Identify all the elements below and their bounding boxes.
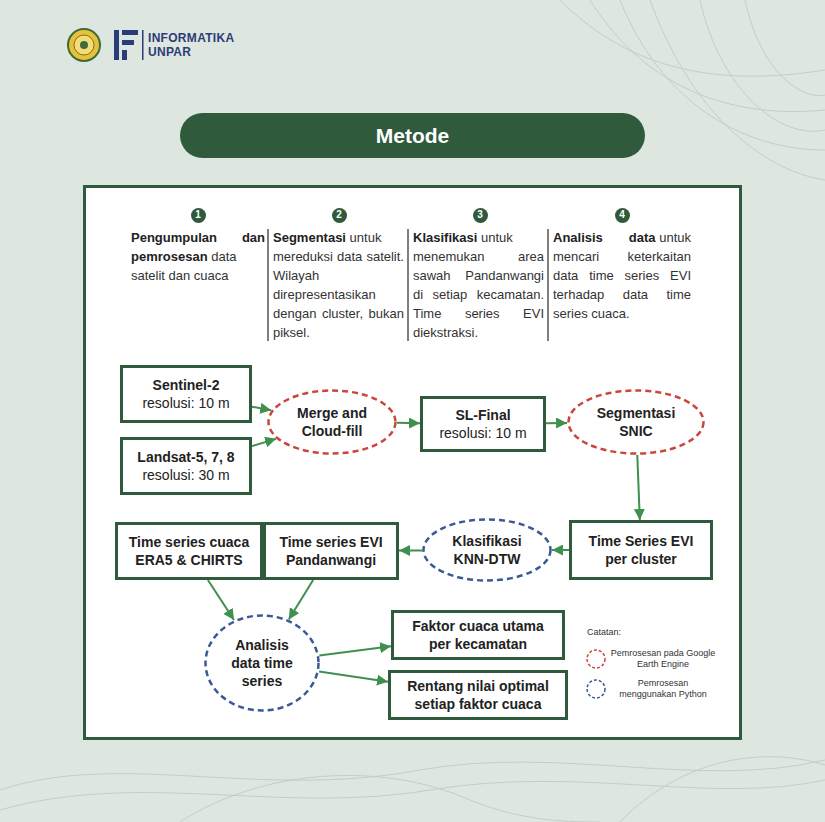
legend: Pemrosesan pada Google Earth EnginePemro… (584, 644, 730, 704)
node-label: Faktor cuaca utama per kecamatan (403, 617, 553, 653)
flow-arrow (252, 439, 276, 446)
flow-arrow (546, 422, 567, 424)
node-text-group: Klasifikasi KNN-DTW (445, 532, 529, 568)
node-label: Analisis data time series (225, 636, 299, 690)
step-heading: Analisis data (553, 230, 656, 245)
node-label: SL-Final (439, 406, 526, 424)
node-detail: resolusi: 10 m (142, 394, 229, 412)
university-seal (68, 29, 100, 61)
data-box: Time series cuaca ERA5 & CHIRTS (115, 522, 263, 580)
node-label: Rentang nilai optimal setiap faktor cuac… (396, 677, 560, 713)
flow-arrow (208, 580, 234, 620)
node-label: Landsat-5, 7, 8 (137, 448, 234, 466)
node-label: 1 (195, 210, 201, 220)
node-detail: resolusi: 30 m (137, 466, 234, 484)
data-box: SL-Finalresolusi: 10 m (420, 396, 546, 452)
node-text-group: Time series cuaca ERA5 & CHIRTS (123, 533, 255, 569)
node-text-group: 4 (619, 210, 625, 220)
node-detail: resolusi: 10 m (439, 424, 526, 442)
process-ellipse: Klasifikasi KNN-DTW (422, 518, 552, 582)
node-label: Time series cuaca ERA5 & CHIRTS (123, 533, 255, 569)
process-ellipse: Analisis data time series (204, 614, 320, 712)
title-banner: Metode (180, 113, 645, 158)
logo-text: INFORMATIKA (148, 31, 234, 45)
step-heading: Segmentasi (273, 230, 346, 245)
step-description: Klasifikasiuntuk menemukan area sawah Pa… (413, 228, 544, 342)
node-text-group: Faktor cuaca utama per kecamatan (403, 617, 553, 653)
flow-arrow (397, 422, 420, 424)
legend-text: Pemrosesan pada Google Earth Engine (608, 648, 718, 670)
node-text-group: Time Series EVI per cluster (577, 532, 705, 568)
node-label: Klasifikasi KNN-DTW (445, 532, 529, 568)
node-text-group: 3 (477, 210, 483, 220)
step-text: untuk mereduksi data satelit. Wilayah di… (273, 230, 404, 340)
flow-arrow (289, 580, 313, 620)
node-text-group: Landsat-5, 7, 8resolusi: 30 m (137, 448, 234, 484)
flow-arrow (637, 455, 640, 520)
node-text-group: 2 (336, 210, 342, 220)
data-box: Sentinel-2resolusi: 10 m (120, 365, 252, 423)
node-text-group: Analisis data time series (225, 636, 299, 690)
flow-arrow (552, 549, 569, 551)
step-description: Segmentasiuntuk mereduksi data satelit. … (273, 228, 404, 342)
flow-arrow (319, 671, 388, 681)
node-text-group: Segmentasi SNIC (591, 404, 681, 440)
step-description: Pengumpulan dan pemrosesandata satelit d… (131, 228, 265, 285)
step-number: 4 (615, 208, 630, 223)
data-box: Time series EVI Pandanwangi (263, 522, 399, 580)
node-label: Segmentasi SNIC (591, 404, 681, 440)
node-label: Time series EVI Pandanwangi (271, 533, 391, 569)
step-number: 1 (191, 208, 206, 223)
ellipse-outline (422, 518, 552, 582)
flow-arrow (252, 407, 271, 411)
node-label: 3 (477, 210, 483, 220)
node-text-group: Sentinel-2resolusi: 10 m (142, 376, 229, 412)
flow-arrow (399, 549, 422, 551)
ellipse-outline (567, 389, 705, 455)
step-heading: Klasifikasi (413, 230, 477, 245)
legend-item: Pemrosesan menggunakan Python (584, 674, 730, 704)
title-text: Metode (376, 124, 450, 148)
ellipse-outline (267, 389, 397, 455)
node-label: Time Series EVI per cluster (577, 532, 705, 568)
result-box: Faktor cuaca utama per kecamatan (391, 610, 565, 660)
legend-heading: Catatan: (587, 627, 621, 637)
node-text-group: Rentang nilai optimal setiap faktor cuac… (396, 677, 560, 713)
step-number: 2 (332, 208, 347, 223)
data-box: Time Series EVI per cluster (569, 520, 713, 580)
process-ellipse: Segmentasi SNIC (567, 389, 705, 455)
legend-swatch (584, 677, 608, 701)
step-heading: Pengumpulan dan pemrosesan (131, 230, 265, 264)
node-label: Sentinel-2 (142, 376, 229, 394)
legend-text: Pemrosesan menggunakan Python (608, 678, 718, 700)
node-label: 4 (619, 210, 625, 220)
legend-swatch (584, 647, 608, 671)
node-text-group: 1 (195, 210, 201, 220)
node-text-group: Time series EVI Pandanwangi (271, 533, 391, 569)
step-description: Analisis datauntuk mencari keterkaitan d… (553, 228, 691, 323)
legend-item: Pemrosesan pada Google Earth Engine (584, 644, 730, 674)
logo-text: UNPAR (148, 45, 191, 59)
data-box: Landsat-5, 7, 8resolusi: 30 m (120, 437, 252, 495)
step-number: 3 (473, 208, 488, 223)
flow-arrow (319, 646, 391, 655)
step-text: untuk menemukan area sawah Pandanwangi d… (413, 230, 544, 340)
node-label: Merge and Cloud-fill (290, 404, 374, 440)
informatika-icon (114, 30, 144, 60)
node-text-group: SL-Finalresolusi: 10 m (439, 406, 526, 442)
process-ellipse: Merge and Cloud-fill (267, 389, 397, 455)
node-text-group: Merge and Cloud-fill (290, 404, 374, 440)
node-label: 2 (336, 210, 342, 220)
column-dividers (268, 229, 548, 341)
result-box: Rentang nilai optimal setiap faktor cuac… (388, 670, 568, 720)
